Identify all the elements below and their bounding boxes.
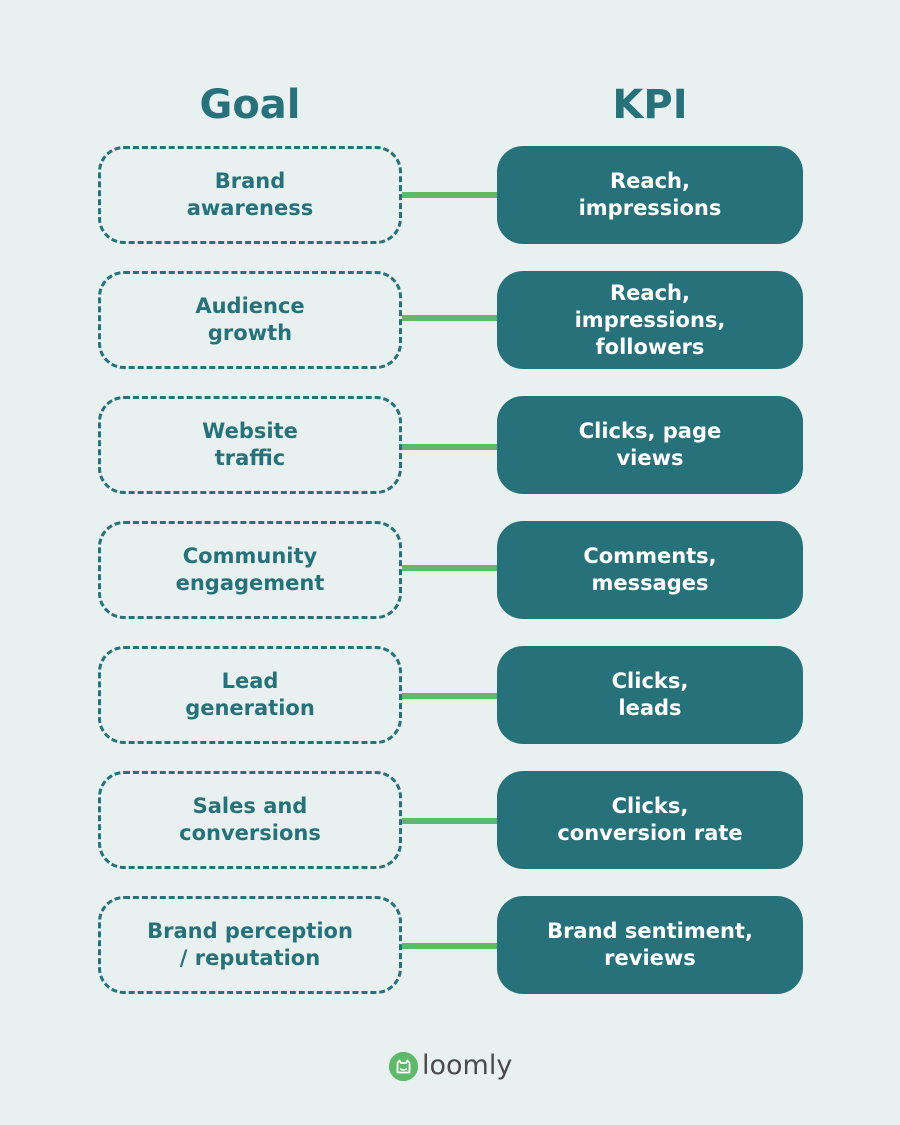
loomly-logo: loomly: [389, 1048, 512, 1084]
goal-label: Brand perception / reputation: [147, 919, 353, 970]
kpi-column-header: KPI: [612, 82, 688, 128]
goal-column-header: Goal: [199, 82, 301, 128]
kpi-label: Reach, impressions: [578, 169, 722, 220]
goal-kpi-row: Audience growth Reach, impressions, foll…: [0, 271, 900, 369]
goal-box: Brand perception / reputation: [98, 896, 402, 994]
kpi-box: Comments, messages: [497, 521, 803, 619]
kpi-label: Clicks, leads: [611, 669, 689, 720]
loomly-logo-icon: [389, 1051, 418, 1081]
loomly-wordmark: loomly: [422, 1050, 513, 1081]
kpi-box: Brand sentiment, reviews: [497, 896, 803, 994]
goal-label: Website traffic: [202, 419, 298, 470]
goal-label: Sales and conversions: [179, 794, 321, 845]
kpi-box: Reach, impressions: [497, 146, 803, 244]
kpi-box: Clicks, conversion rate: [497, 771, 803, 869]
goal-kpi-row: Lead generation Clicks, leads: [0, 646, 900, 744]
kpi-label: Clicks, page views: [578, 419, 722, 470]
goal-box: Audience growth: [98, 271, 402, 369]
goal-kpi-row: Community engagement Comments, messages: [0, 521, 900, 619]
kpi-box: Reach, impressions, followers: [497, 271, 803, 369]
kpi-label: Clicks, conversion rate: [557, 794, 743, 845]
goal-kpi-row: Sales and conversions Clicks, conversion…: [0, 771, 900, 869]
kpi-label: Brand sentiment, reviews: [547, 919, 753, 970]
goal-kpi-row: Website traffic Clicks, page views: [0, 396, 900, 494]
goal-box: Brand awareness: [98, 146, 402, 244]
goal-kpi-row: Brand perception / reputation Brand sent…: [0, 896, 900, 994]
kpi-label: Comments, messages: [583, 544, 717, 595]
goal-label: Audience growth: [195, 294, 305, 345]
kpi-box: Clicks, leads: [497, 646, 803, 744]
goal-box: Lead generation: [98, 646, 402, 744]
goal-box: Sales and conversions: [98, 771, 402, 869]
kpi-label: Reach, impressions, followers: [574, 280, 726, 359]
goal-box: Community engagement: [98, 521, 402, 619]
goal-box: Website traffic: [98, 396, 402, 494]
goal-label: Lead generation: [185, 669, 315, 720]
goal-kpi-row: Brand awareness Reach, impressions: [0, 146, 900, 244]
goal-label: Community engagement: [175, 544, 325, 595]
goal-label: Brand awareness: [186, 169, 314, 220]
kpi-box: Clicks, page views: [497, 396, 803, 494]
